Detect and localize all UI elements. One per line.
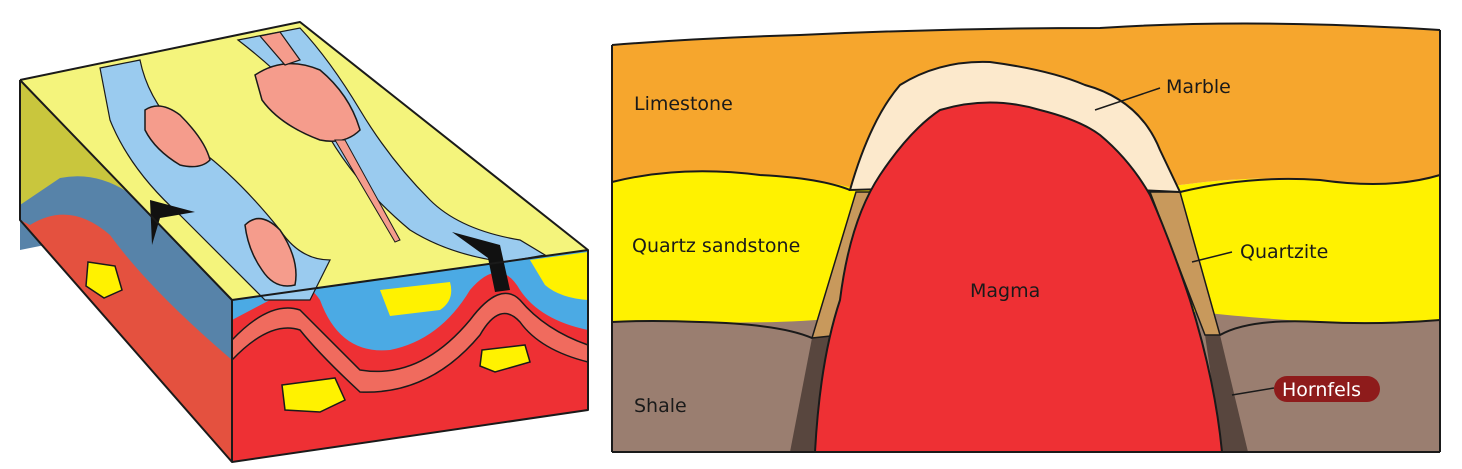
- magma-intrusion: [813, 101, 1224, 453]
- hornfels-highlight: [1274, 376, 1380, 402]
- marble-label: Marble: [1166, 76, 1231, 98]
- shale-boundary: [611, 320, 813, 339]
- hornfels-label: Hornfels: [1282, 379, 1361, 401]
- shale-boundary-right: [1219, 319, 1441, 336]
- limestone-label: Limestone: [634, 93, 733, 115]
- hornfels-aureole-right: [1205, 335, 1248, 452]
- block-front-face-inclusion-1: [281, 377, 346, 413]
- block-front-face-yellow: [380, 282, 452, 316]
- block-top-salmon-1: [144, 105, 211, 168]
- quartz-sandstone-label: Quartz sandstone: [632, 235, 800, 257]
- shale-label: Shale: [634, 395, 687, 417]
- quartzite-label: Quartzite: [1240, 241, 1328, 263]
- limestone-boundary-right: [1179, 174, 1441, 193]
- cross-section: Limestone Quartz sandstone Shale Marble …: [611, 22, 1441, 453]
- block-wedge-2: [452, 232, 510, 292]
- magma-label: Magma: [970, 280, 1040, 302]
- block-left-face-inclusion: [85, 261, 123, 299]
- block-top-dike-2: [334, 139, 401, 243]
- block-diagram: [19, 21, 589, 463]
- block-top-salmon-3: [244, 217, 297, 287]
- marble-leader: [1094, 87, 1161, 111]
- block-outline: [19, 21, 589, 463]
- top-surface: [611, 22, 1441, 46]
- hornfels-leader: [1231, 387, 1275, 396]
- block-top-salmon-2: [254, 62, 361, 142]
- block-front-face-inclusion-2: [479, 344, 531, 373]
- block-wedge-1: [150, 200, 195, 245]
- limestone-boundary: [611, 170, 851, 191]
- block-front-face-yellow-2: [530, 252, 588, 300]
- block-top-dike: [258, 31, 301, 66]
- quartzite-leader: [1191, 251, 1233, 263]
